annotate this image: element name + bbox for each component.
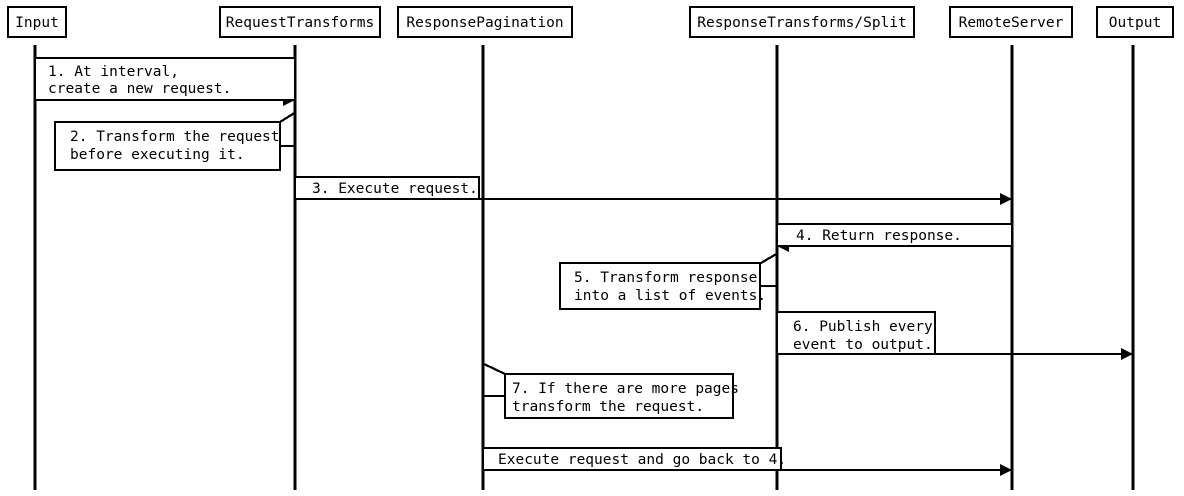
participant-resppag[interactable]: ResponsePagination	[397, 6, 573, 38]
participant-label: Output	[1109, 15, 1161, 31]
participant-label: Input	[15, 15, 59, 31]
lifelines-layer	[33, 45, 1135, 490]
message-label-line: 3. Execute request.	[312, 181, 478, 197]
message-label-line: 2. Transform the request	[70, 129, 280, 145]
message-6[interactable]: 6. Publish every event to output.	[776, 311, 1133, 360]
participant-input[interactable]: Input	[7, 6, 67, 38]
message-label-line: 4. Return response.	[796, 228, 962, 244]
arrow-head-icon	[1000, 464, 1012, 476]
message-5[interactable]: 5. Transform response into a list of even…	[559, 252, 779, 311]
message-label-line: into a list of events.	[574, 288, 766, 304]
participant-label: RemoteServer	[959, 15, 1064, 31]
arrow-head-icon	[1121, 348, 1133, 360]
participants-layer: Input RequestTransforms ResponsePagination…	[7, 6, 1174, 38]
message-label-line: Execute request and go back to 4.	[498, 452, 786, 468]
participant-output[interactable]: Output	[1096, 6, 1174, 38]
arrow-head-icon	[1000, 193, 1012, 205]
participant-reqtrans[interactable]: RequestTransforms	[219, 6, 381, 38]
message-label-line: 6. Publish every	[793, 319, 933, 335]
message-4[interactable]: 4. Return response.	[776, 223, 1013, 252]
participant-label: RequestTransforms	[226, 15, 374, 31]
message-label-box	[559, 262, 761, 310]
participant-respsplit[interactable]: ResponseTransforms/Split	[689, 6, 915, 38]
message-label-box	[482, 447, 782, 471]
message-label-box	[504, 373, 734, 419]
message-7[interactable]: 7. If there are more pages transform the …	[483, 363, 739, 420]
message-3[interactable]: 3. Execute request.	[294, 176, 1012, 205]
message-label-box	[776, 311, 936, 355]
message-1[interactable]: 1. At interval,create a new request.	[34, 57, 296, 106]
message-label-line: before executing it.	[70, 147, 245, 163]
message-label-box	[294, 176, 480, 200]
messages-layer: 1. At interval,create a new request. 2. T…	[34, 57, 1133, 476]
message-label-line: create a new request.	[48, 81, 231, 97]
message-final[interactable]: Execute request and go back to 4.	[482, 447, 1012, 476]
message-label-line: event to output.	[793, 337, 933, 353]
participant-label: ResponseTransforms/Split	[697, 15, 907, 31]
message-label-line: 1. At interval,	[48, 64, 179, 80]
message-2[interactable]: 2. Transform the request before executing…	[54, 111, 297, 172]
message-label-line: transform the request.	[512, 399, 704, 415]
message-label-line: 5. Transform response	[574, 270, 757, 286]
message-label-box	[34, 57, 296, 101]
participant-label: ResponsePagination	[406, 15, 563, 31]
participant-remote[interactable]: RemoteServer	[949, 6, 1073, 38]
message-label-box	[54, 121, 281, 171]
message-label-box	[776, 223, 1013, 247]
message-label-line: 7. If there are more pages	[512, 381, 739, 397]
